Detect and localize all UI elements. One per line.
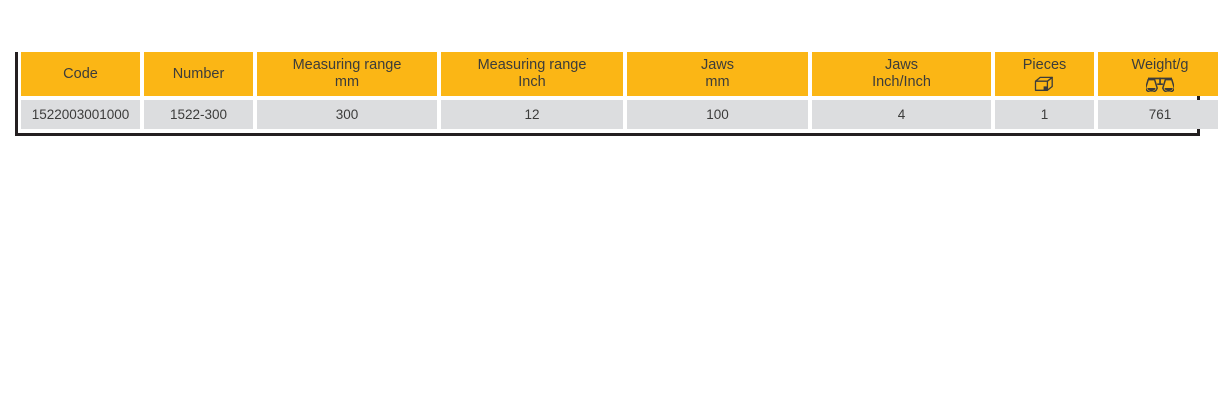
column-header-jaws-inch-label: Jaws — [884, 57, 919, 73]
cell-jaws-mm: 100 — [627, 100, 808, 129]
column-header-measuring-range-mm-unit: mm — [334, 74, 360, 90]
cell-pieces: 1 — [995, 100, 1094, 129]
box-icon — [997, 76, 1092, 92]
table-body: 1522003001000 1522-300 300 12 100 4 1 76… — [21, 100, 1218, 129]
column-header-jaws-mm-label: Jaws — [700, 57, 735, 73]
column-header-measuring-range-inch: Measuring range Inch — [441, 52, 623, 96]
column-header-weight: Weight/g — [1098, 52, 1218, 96]
column-header-jaws-mm-unit: mm — [705, 74, 730, 90]
cell-code: 1522003001000 — [21, 100, 140, 129]
scale-icon — [1100, 76, 1218, 92]
table-header: Code Number Measuring range mm Measuring… — [21, 52, 1218, 96]
cell-number: 1522-300 — [144, 100, 253, 129]
specification-table: Code Number Measuring range mm Measuring… — [17, 48, 1218, 133]
column-header-number: Number — [144, 52, 253, 96]
column-header-jaws-inch: Jaws Inch/Inch — [812, 52, 991, 96]
column-header-measuring-range-inch-label: Measuring range — [477, 57, 587, 73]
specification-table-container: Code Number Measuring range mm Measuring… — [15, 52, 1218, 136]
column-header-pieces-label: Pieces — [1022, 56, 1067, 73]
column-header-number-label: Number — [172, 65, 225, 82]
column-header-measuring-range-mm: Measuring range mm — [257, 52, 437, 96]
cell-range-inch: 12 — [441, 100, 623, 129]
cell-jaws-inch: 4 — [812, 100, 991, 129]
table-header-row: Code Number Measuring range mm Measuring… — [21, 52, 1218, 96]
column-header-measuring-range-mm-label: Measuring range — [292, 57, 402, 73]
cell-range-mm: 300 — [257, 100, 437, 129]
column-header-jaws-inch-unit: Inch/Inch — [872, 74, 931, 90]
column-header-jaws-mm: Jaws mm — [627, 52, 808, 96]
column-header-weight-label: Weight/g — [1131, 56, 1189, 73]
table-row[interactable]: 1522003001000 1522-300 300 12 100 4 1 76… — [21, 100, 1218, 129]
column-header-code: Code — [21, 52, 140, 96]
column-header-pieces: Pieces — [995, 52, 1094, 96]
cell-weight: 761 — [1098, 100, 1218, 129]
column-header-code-label: Code — [63, 65, 98, 82]
column-header-measuring-range-inch-unit: Inch — [518, 74, 546, 90]
